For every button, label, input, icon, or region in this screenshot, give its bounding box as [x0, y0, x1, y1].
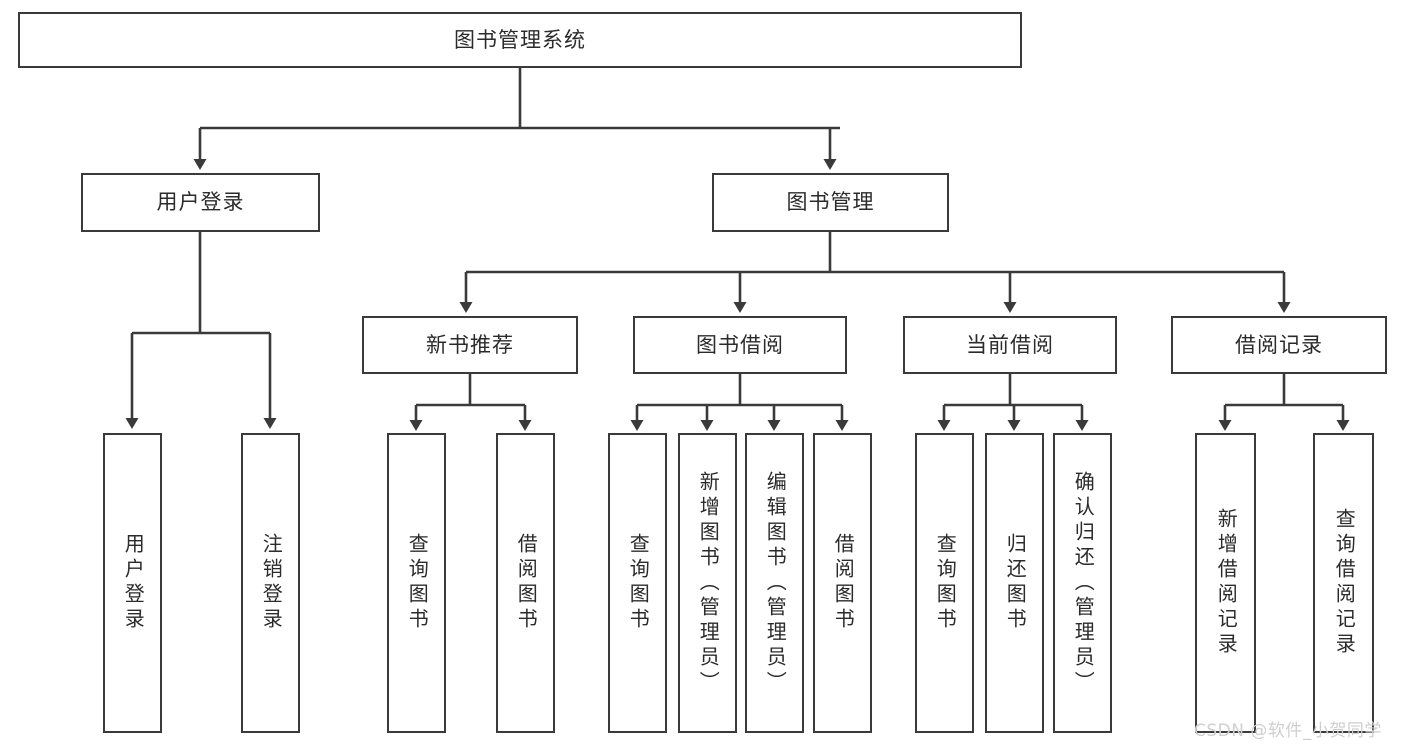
leaf-borrow-record-query-record[interactable]: 查询借阅记录 — [1313, 433, 1374, 733]
node-book-management[interactable]: 图书管理 — [712, 173, 949, 232]
node-user-login[interactable]: 用户登录 — [81, 173, 320, 232]
node-label: 借阅记录 — [1235, 332, 1323, 357]
node-label: 图书管理系统 — [454, 27, 586, 52]
node-label: 编辑图书（管理员） — [763, 470, 788, 696]
node-book-borrow[interactable]: 图书借阅 — [633, 316, 847, 374]
node-label: 用户登录 — [156, 190, 245, 215]
node-label: 新增图书（管理员） — [696, 470, 721, 696]
node-label: 当前借阅 — [966, 332, 1054, 357]
node-root-book-management-system[interactable]: 图书管理系统 — [18, 12, 1022, 68]
node-current-borrow[interactable]: 当前借阅 — [903, 316, 1117, 374]
node-label: 新书推荐 — [426, 332, 514, 357]
leaf-book-borrow-query-book[interactable]: 查询图书 — [608, 433, 667, 733]
node-label: 查询图书 — [405, 533, 430, 633]
node-label: 查询图书 — [626, 533, 651, 633]
node-label: 图书借阅 — [696, 332, 784, 357]
leaf-user-login-login[interactable]: 用户登录 — [103, 433, 162, 733]
node-label: 图书管理 — [786, 190, 875, 215]
leaf-book-borrow-edit-book-admin[interactable]: 编辑图书（管理员） — [745, 433, 804, 733]
leaf-book-borrow-add-book-admin[interactable]: 新增图书（管理员） — [678, 433, 737, 733]
leaf-new-book-borrow-book[interactable]: 借阅图书 — [496, 433, 555, 733]
leaf-borrow-record-add-record[interactable]: 新增借阅记录 — [1195, 433, 1256, 733]
leaf-book-borrow-borrow-book[interactable]: 借阅图书 — [813, 433, 872, 733]
leaf-current-borrow-confirm-return-admin[interactable]: 确认归还（管理员） — [1053, 433, 1112, 733]
leaf-new-book-query-book[interactable]: 查询图书 — [387, 433, 446, 733]
node-label: 新增借阅记录 — [1214, 508, 1239, 658]
leaf-current-borrow-query-book[interactable]: 查询图书 — [915, 433, 974, 733]
leaf-current-borrow-return-book[interactable]: 归还图书 — [985, 433, 1044, 733]
leaf-user-login-logout[interactable]: 注销登录 — [241, 433, 300, 733]
node-new-book-recommend[interactable]: 新书推荐 — [362, 316, 578, 374]
node-label: 查询借阅记录 — [1332, 508, 1357, 658]
csdn-watermark: CSDN @软件_小贺同学 — [1194, 721, 1382, 741]
node-label: 归还图书 — [1003, 533, 1028, 633]
node-label: 确认归还（管理员） — [1071, 470, 1096, 696]
node-label: 借阅图书 — [514, 533, 539, 633]
node-label: 借阅图书 — [831, 533, 856, 633]
node-label: 用户登录 — [121, 533, 146, 633]
node-label: 注销登录 — [259, 533, 284, 633]
node-borrow-record[interactable]: 借阅记录 — [1171, 316, 1387, 374]
node-label: 查询图书 — [933, 533, 958, 633]
